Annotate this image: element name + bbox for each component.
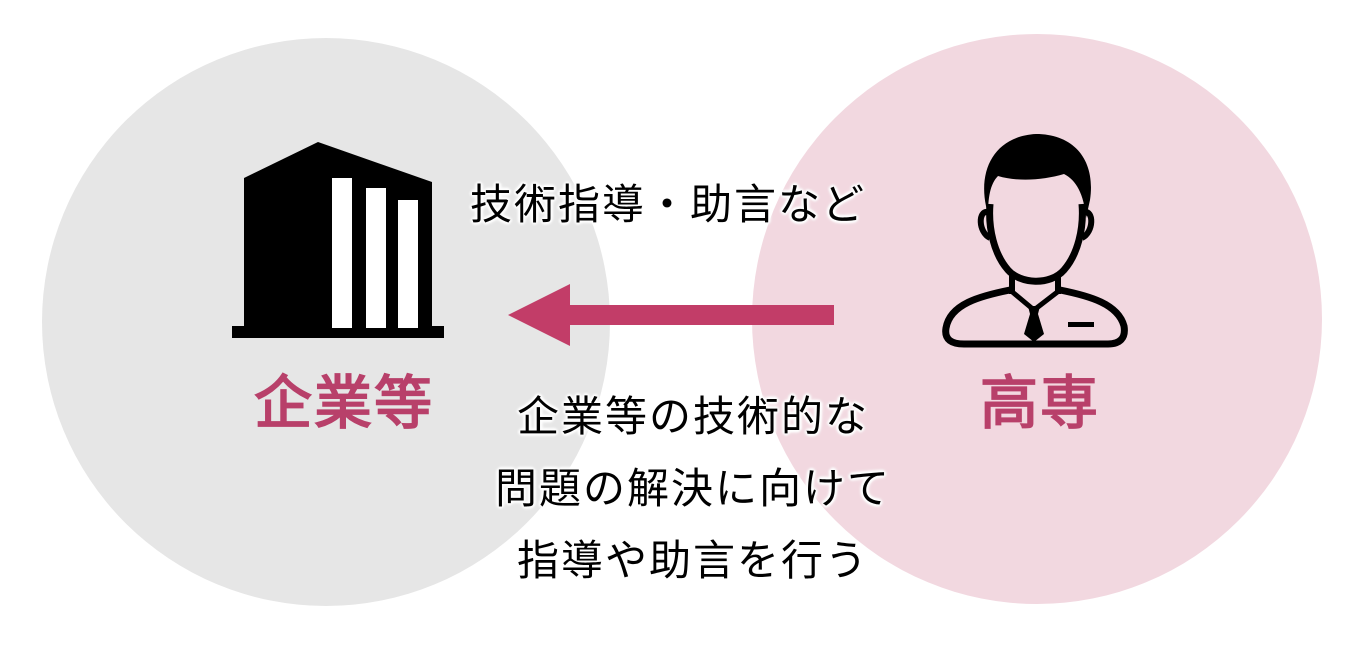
person-icon [942, 134, 1128, 348]
description-line: 問題の解決に向けて [494, 464, 891, 513]
company-label: 企業等 [254, 369, 435, 437]
left-arrow-icon [508, 284, 834, 346]
kosen-label: 高専 [980, 369, 1101, 437]
description-line: 指導や助言を行う [516, 536, 869, 585]
description-line: 企業等の技術的な [516, 392, 869, 441]
relation-caption: 技術指導・助言など [470, 180, 867, 229]
building-icon [232, 142, 444, 338]
